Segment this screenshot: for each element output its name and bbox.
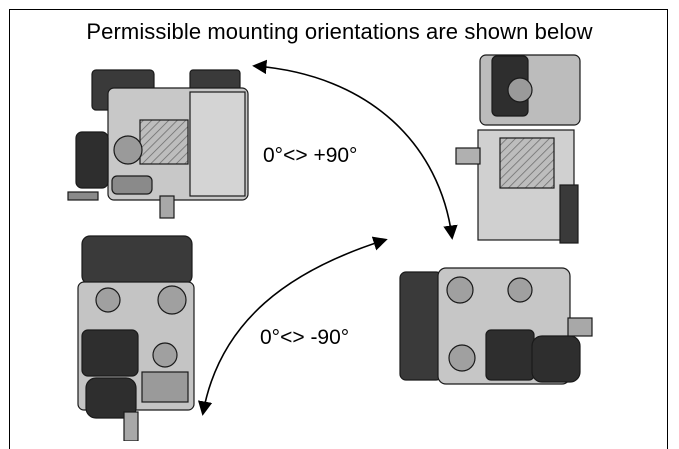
diagram-title: Permissible mounting orientations are sh…	[86, 19, 593, 44]
label-negative-range: 0°<> -90°	[260, 326, 350, 349]
heater-unit-rotated-minus-90-icon	[399, 267, 593, 385]
arc-arrow-negative	[197, 236, 388, 416]
heater-unit-horizontal-icon	[67, 69, 249, 219]
arc-arrow-positive	[252, 59, 458, 240]
heater-unit-vertical-icon	[77, 235, 195, 441]
heater-unit-rotated-plus-90-icon	[455, 54, 581, 244]
diagram-frame	[9, 9, 668, 449]
label-positive-range: 0°<> +90°	[263, 144, 358, 167]
